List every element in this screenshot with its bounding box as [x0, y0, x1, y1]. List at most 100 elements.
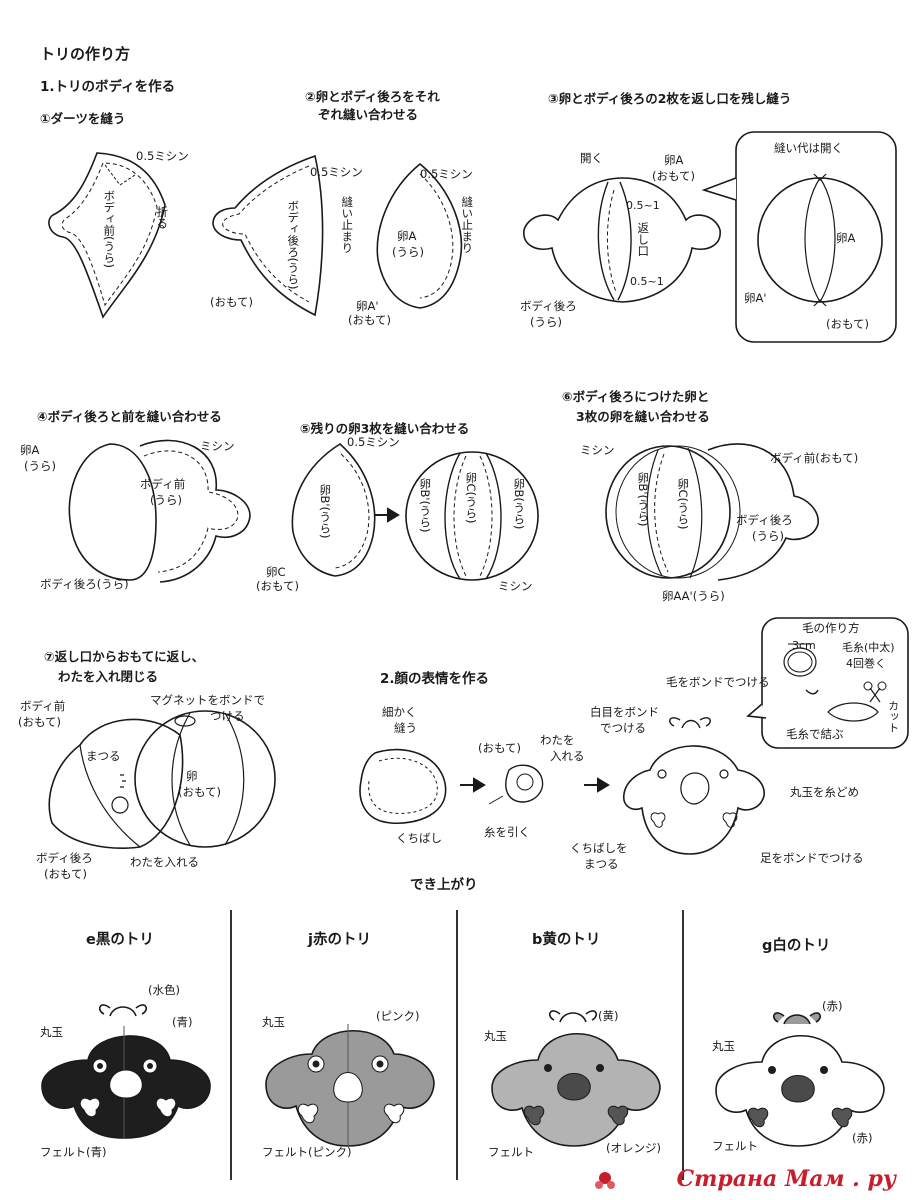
egg-a-piece: [370, 160, 470, 310]
step7-title-2: わたを入れ閉じる: [58, 669, 159, 684]
step7-egg-omote: (おもて): [178, 785, 222, 799]
beak-piece: [355, 745, 455, 830]
black-l-a: (水色): [148, 983, 180, 997]
body-with-eggs: [598, 420, 828, 590]
section2-heading: 2.顔の表情を作る: [380, 671, 490, 687]
black-l-b: (青): [172, 1015, 193, 1029]
black-l-felt: フェルト(青): [40, 1145, 107, 1159]
step4-body-back: ボディ後ろ(うら): [40, 577, 129, 591]
body-back-with-egg: [518, 160, 728, 310]
step2-title-1: ②卵とボディ後ろをそれ: [305, 89, 440, 104]
hair-box-cut: カット: [886, 700, 900, 733]
step7-body-back-omote: (おもて): [44, 867, 88, 881]
step3-egg-a-omote: (おもて): [652, 169, 696, 183]
step1-machine-label: 0.5ミシン: [136, 149, 189, 163]
step6-c: 卵C(うら): [676, 478, 691, 530]
bird-yellow: [488, 1000, 668, 1150]
column-divider: [456, 910, 458, 1180]
step7-title-1: ⑦返し口からおもてに返し、: [44, 649, 205, 664]
step4-egg-a: 卵A: [20, 443, 40, 457]
step7-stuff: わたを入れる: [130, 855, 199, 869]
step4-egg-a-ura: (うら): [24, 459, 56, 473]
step6-title-1: ⑥ボディ後ろにつけた卵と: [562, 389, 710, 404]
finished-heading: でき上がり: [410, 877, 478, 893]
bird-red: [262, 1010, 442, 1150]
step5-egg-b2: 卵B'(うら): [318, 484, 333, 539]
step2-egg-a-ura: (うら): [392, 245, 424, 259]
step5-b2: 卵B'(うら): [418, 478, 433, 533]
yellow-l-bead: 丸玉: [484, 1029, 507, 1043]
section2-stuff-1: わたを: [540, 733, 575, 747]
step7-magnet-1: マグネットをボンドで: [150, 693, 265, 707]
section2-eye-1: 白目をボンド: [590, 705, 659, 719]
column-divider: [230, 910, 232, 1180]
step6-machine: ミシン: [580, 443, 615, 457]
hair-making-bubble: [748, 616, 910, 756]
egg-sphere: [402, 448, 542, 584]
step6-body-back-ura: (うら): [752, 529, 784, 543]
arrow-right-icon: [460, 775, 488, 795]
step2-stop-label-1: 縫い止まり: [340, 196, 355, 254]
body-back-and-front: [40, 430, 270, 590]
finished-face: [620, 710, 770, 860]
finished-title-yellow: b黄のトリ: [532, 932, 601, 948]
step2-egg-a2-label: 卵A': [356, 299, 379, 313]
step6-body-back: ボディ後ろ: [736, 513, 793, 527]
step7-body-front-omote: (おもて): [18, 715, 62, 729]
bird-white: [712, 1000, 892, 1150]
step7-body-front: ボディ前: [20, 699, 66, 713]
egg-b2-piece: [285, 440, 385, 580]
step5-machine2: ミシン: [498, 579, 533, 593]
step3-body-back-ura: (うら): [530, 315, 562, 329]
section2-sew-2: 縫う: [394, 721, 417, 735]
step5-b: 卵B(うら): [512, 478, 527, 530]
step3-opening-label: 返し口: [636, 222, 651, 257]
seam-allowance-bubble: [700, 128, 900, 348]
bird-black: [38, 990, 218, 1140]
section2-feet: 足をボンドでつける: [760, 851, 864, 865]
arrow-right-icon: [584, 775, 612, 795]
section2-pull: 糸を引く: [484, 825, 530, 839]
step5-machine: 0.5ミシン: [347, 435, 400, 449]
step2-machine-label-1: 0.5ミシン: [310, 165, 363, 179]
step7-body-back: ボディ後ろ: [36, 851, 93, 865]
step6-body-front: ボディ前(おもて): [770, 451, 859, 465]
step5-title: ⑤残りの卵3枚を縫い合わせる: [300, 421, 470, 436]
hair-box-yarn-2: 4回巻く: [846, 657, 886, 670]
hair-box-yarn-1: 毛糸(中太): [842, 641, 895, 654]
step3-dim-2: 0.5~1: [630, 275, 664, 288]
step2-title-2: ぞれ縫い合わせる: [318, 107, 419, 122]
step1-piece-label: ボディ前(うら): [102, 190, 117, 268]
white-l-a: (赤): [822, 999, 843, 1013]
step3-title: ③卵とボディ後ろの2枚を返し口を残し縫う: [548, 91, 792, 106]
step4-title: ④ボディ後ろと前を縫い合わせる: [37, 409, 222, 424]
hair-box-size: 3cm: [792, 639, 816, 652]
step6-title-2: 3枚の卵を縫い合わせる: [576, 409, 710, 424]
yellow-l-a: (黄): [598, 1009, 619, 1023]
finished-title-white: g白のトリ: [762, 938, 831, 954]
section2-sew-1: 細かく: [382, 705, 417, 719]
step1-fold-label: 折る: [155, 206, 170, 229]
red-l-bead: 丸玉: [262, 1015, 285, 1029]
section2-bead: 丸玉を糸どめ: [790, 785, 859, 799]
step2-egg-a-label: 卵A: [397, 229, 417, 243]
section2-hair: 毛をボンドでつける: [666, 675, 770, 689]
stuffed-body: [40, 705, 280, 855]
step5-egg-c: 卵C: [266, 565, 286, 579]
step3-dim-1: 0.5~1: [626, 199, 660, 212]
step2-body-back-label: ボディ後ろ(うら): [286, 200, 301, 290]
step5-c: 卵C(うら): [464, 472, 479, 524]
page-title: トリの作り方: [40, 45, 131, 63]
step4-body-front: ボディ前: [140, 477, 186, 491]
bubble-omote: (おもて): [826, 317, 870, 331]
watermark-logo-icon: [595, 1172, 615, 1189]
step3-open-label: 開く: [580, 151, 603, 165]
bubble-egg-a: 卵A: [836, 231, 856, 245]
step4-machine: ミシン: [200, 439, 235, 453]
bubble-egg-a2: 卵A': [744, 291, 767, 305]
step2-machine-label-2: 0.5ミシン: [420, 167, 473, 181]
red-l-felt: フェルト(ピンク): [262, 1145, 352, 1159]
body-front-piece: [45, 145, 185, 325]
step6-aa: 卵AA'(うら): [662, 589, 725, 603]
body-back-piece: [205, 150, 365, 320]
